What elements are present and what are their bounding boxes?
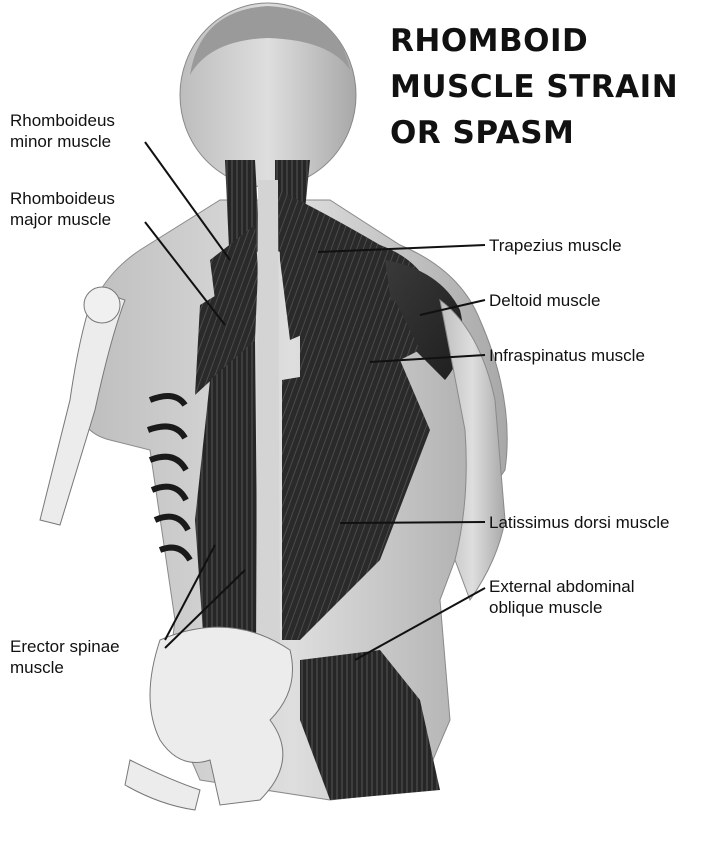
shoulder-joint: [84, 287, 120, 323]
leader-latissimus: [340, 522, 485, 523]
label-infraspinatus: Infraspinatus muscle: [489, 345, 645, 366]
femur-left: [125, 760, 200, 810]
label-trapezius: Trapezius muscle: [489, 235, 622, 256]
label-rhomboideus-major: Rhomboideus major muscle: [10, 188, 115, 230]
title-line-1: RHOMBOID: [390, 26, 588, 57]
label-latissimus: Latissimus dorsi muscle: [489, 512, 669, 533]
label-external-oblique: External abdominal oblique muscle: [489, 576, 635, 618]
label-erector-spinae-line-2: muscle: [10, 657, 120, 678]
label-rhomboideus-minor-line-2: minor muscle: [10, 131, 115, 152]
pelvis: [150, 627, 293, 805]
label-rhomboideus-minor: Rhomboideus minor muscle: [10, 110, 115, 152]
label-erector-spinae: Erector spinae muscle: [10, 636, 120, 678]
title-line-2: MUSCLE STRAIN: [390, 72, 678, 103]
label-rhomboideus-major-line-1: Rhomboideus: [10, 188, 115, 209]
label-rhomboideus-major-line-2: major muscle: [10, 209, 115, 230]
label-external-oblique-line-2: oblique muscle: [489, 597, 635, 618]
title-line-3: OR SPASM: [390, 118, 574, 149]
label-erector-spinae-line-1: Erector spinae: [10, 636, 120, 657]
label-external-oblique-line-1: External abdominal: [489, 576, 635, 597]
label-rhomboideus-minor-line-1: Rhomboideus: [10, 110, 115, 131]
label-deltoid: Deltoid muscle: [489, 290, 601, 311]
spine: [256, 180, 280, 660]
